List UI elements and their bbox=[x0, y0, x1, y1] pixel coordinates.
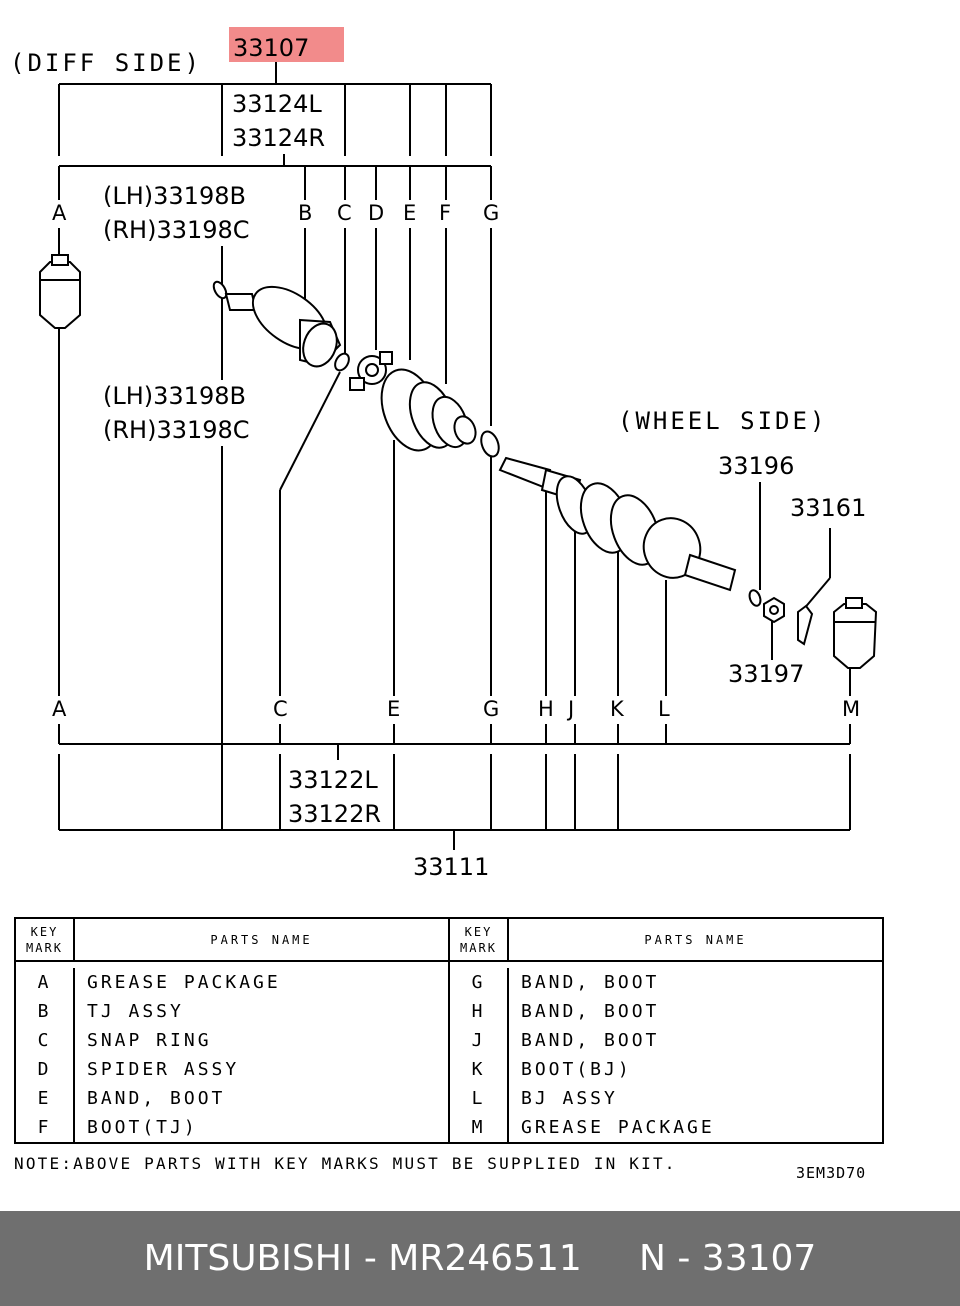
part-33197-label[interactable]: 33197 bbox=[728, 660, 804, 688]
band-boot-g-icon[interactable] bbox=[478, 429, 502, 459]
part-33196-label[interactable]: 33196 bbox=[718, 452, 794, 480]
part-33124l-label[interactable]: 33124L bbox=[232, 90, 322, 118]
tj-assy-icon[interactable] bbox=[224, 274, 343, 371]
parts-table: KEY MARK PARTS NAME A B C D E F GREASE P… bbox=[14, 917, 884, 1144]
diagram-code: 3EM3D70 bbox=[796, 1164, 867, 1182]
table-row-key: M bbox=[471, 1117, 486, 1138]
snap-ring-small-icon[interactable] bbox=[332, 351, 351, 373]
key-letter-bottom: A bbox=[52, 697, 67, 721]
footer-bar: MITSUBISHI - MR246511 N - 33107 bbox=[0, 1211, 960, 1306]
key-letter-top: B bbox=[298, 201, 312, 225]
table-row-key: G bbox=[471, 972, 486, 993]
key-letter-bottom: L bbox=[658, 697, 670, 721]
key-letter-bottom: H bbox=[538, 697, 554, 721]
key-letter-top: A bbox=[52, 201, 67, 225]
parts-name-header: PARTS NAME bbox=[210, 932, 313, 947]
table-row-key: D bbox=[37, 1059, 52, 1080]
key-letter-bottom: M bbox=[842, 697, 860, 721]
table-row-key: J bbox=[471, 1030, 486, 1051]
key-letter-bottom: J bbox=[566, 697, 574, 721]
key-letter-bottom: E bbox=[387, 697, 400, 721]
boot-tj-icon[interactable] bbox=[371, 362, 479, 459]
table-row-key: H bbox=[471, 1001, 486, 1022]
kit-note: NOTE:ABOVE PARTS WITH KEY MARKS MUST BE … bbox=[14, 1154, 677, 1173]
table-row-key: E bbox=[37, 1088, 52, 1109]
diff-side-label: (DIFF SIDE) bbox=[10, 49, 202, 77]
part-33122l-label[interactable]: 33122L bbox=[288, 766, 378, 794]
table-row-name: GREASE PACKAGE bbox=[87, 972, 281, 993]
part-33198b-upper-label[interactable]: (LH)33198B bbox=[103, 182, 246, 210]
table-row-key: A bbox=[37, 972, 52, 993]
part-33198b-lower-label[interactable]: (LH)33198B bbox=[103, 382, 246, 410]
grease-package-left-icon[interactable] bbox=[39, 254, 81, 329]
key-letter-top: D bbox=[368, 201, 384, 225]
snap-ring-icon[interactable] bbox=[211, 280, 229, 301]
boot-bj-icon[interactable] bbox=[550, 471, 668, 571]
bj-assy-icon[interactable] bbox=[635, 510, 737, 592]
key-letter-top: E bbox=[403, 201, 416, 225]
table-row-name: BOOT(TJ) bbox=[87, 1117, 198, 1138]
table-row-key: F bbox=[37, 1117, 52, 1138]
part-33198c-upper-label[interactable]: (RH)33198C bbox=[103, 216, 250, 244]
nut-icon[interactable] bbox=[763, 596, 785, 624]
table-row-name: SPIDER ASSY bbox=[87, 1059, 240, 1080]
table-row-name: BAND, BOOT bbox=[87, 1088, 226, 1109]
table-row-name: TJ ASSY bbox=[87, 1001, 184, 1022]
grease-package-right-icon[interactable] bbox=[833, 597, 878, 669]
key-mark-header: KEY MARK bbox=[450, 919, 509, 960]
main-part-number[interactable]: 33107 bbox=[233, 34, 309, 62]
key-letter-bottom: C bbox=[273, 697, 288, 721]
table-row-name: BOOT(BJ) bbox=[521, 1059, 632, 1080]
table-row-key: K bbox=[471, 1059, 486, 1080]
table-row-name: BAND, BOOT bbox=[521, 1030, 660, 1051]
part-33161-label[interactable]: 33161 bbox=[790, 494, 866, 522]
bottom-bracket-lines bbox=[58, 724, 851, 850]
key-letter-top: C bbox=[337, 201, 352, 225]
parts-table-left: KEY MARK PARTS NAME A B C D E F GREASE P… bbox=[16, 919, 448, 1142]
washer-icon[interactable] bbox=[748, 589, 763, 607]
spider-assy-icon[interactable] bbox=[349, 351, 393, 391]
key-mark-header: KEY MARK bbox=[16, 919, 75, 960]
parts-table-right: KEY MARK PARTS NAME G H J K L M BAND, BO… bbox=[448, 919, 882, 1142]
leader-lines bbox=[58, 228, 851, 830]
wheel-side-label: (WHEEL SIDE) bbox=[618, 407, 827, 435]
footer-part-info: MITSUBISHI - MR246511 N - 33107 bbox=[143, 1238, 817, 1279]
part-33122r-label[interactable]: 33122R bbox=[288, 800, 381, 828]
parts-name-header: PARTS NAME bbox=[644, 932, 747, 947]
table-row-name: GREASE PACKAGE bbox=[521, 1117, 715, 1138]
key-letter-bottom: G bbox=[483, 697, 499, 721]
main-part-highlight bbox=[229, 27, 344, 62]
part-33111-label[interactable]: 33111 bbox=[413, 853, 489, 881]
key-letter-top: G bbox=[483, 201, 499, 225]
part-33198c-lower-label[interactable]: (RH)33198C bbox=[103, 416, 250, 444]
table-row-key: L bbox=[471, 1088, 486, 1109]
table-row-key: C bbox=[37, 1030, 52, 1051]
table-row-name: BJ ASSY bbox=[521, 1088, 618, 1109]
part-33124r-label[interactable]: 33124R bbox=[232, 124, 325, 152]
key-letter-bottom: K bbox=[610, 697, 625, 721]
key-letter-top: F bbox=[439, 201, 451, 225]
top-bracket-lines bbox=[58, 62, 492, 200]
table-row-name: SNAP RING bbox=[87, 1030, 212, 1051]
table-row-name: BAND, BOOT bbox=[521, 1001, 660, 1022]
cotter-pin-icon[interactable] bbox=[797, 604, 814, 646]
table-row-name: BAND, BOOT bbox=[521, 972, 660, 993]
table-row-key: B bbox=[37, 1001, 52, 1022]
exploded-parts-diagram: 33107 (DIFF SIDE) (WHEEL SIDE) 33124L 33… bbox=[10, 27, 878, 881]
